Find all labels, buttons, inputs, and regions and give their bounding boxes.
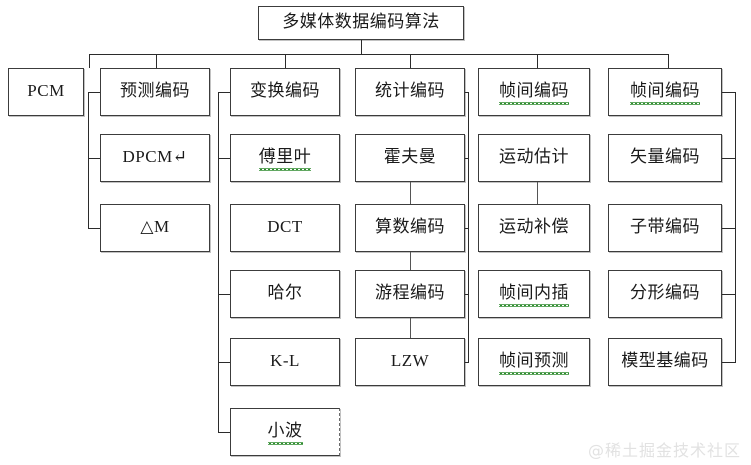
node-label: 运动补偿 xyxy=(499,217,569,237)
bracket-stub-delta-m xyxy=(88,228,100,229)
bus-drop-statistical xyxy=(410,54,411,68)
node-label: K-L xyxy=(270,351,300,371)
node-haar[interactable]: 哈尔 xyxy=(230,270,340,318)
node-run-length-coding[interactable]: 游程编码 xyxy=(355,270,465,318)
node-interframe-coding-a[interactable]: 帧间编码 xyxy=(478,68,590,116)
node-label: 统计编码 xyxy=(375,81,445,101)
node-fourier[interactable]: 傅里叶 xyxy=(230,134,340,182)
node-label: 帧间编码 xyxy=(499,81,569,105)
bracket-stub-vector-coding xyxy=(722,158,736,159)
center-link-huffman-arithmetic xyxy=(410,182,411,204)
bus-drop-interframe-a xyxy=(537,54,538,68)
bracket-stub-kl xyxy=(218,362,230,363)
center-link-arithmetic-runlength xyxy=(410,252,411,270)
bracket-stub-huffman xyxy=(465,158,469,159)
bracket-spine-statistical xyxy=(468,92,469,362)
node-delta-m[interactable]: △M xyxy=(100,204,210,252)
bracket-stub-wavelet xyxy=(218,432,230,433)
node-motion-compensation[interactable]: 运动补偿 xyxy=(478,204,590,252)
node-label: LZW xyxy=(390,351,430,371)
node-huffman[interactable]: 霍夫曼 xyxy=(355,134,465,182)
node-predictive-coding[interactable]: 预测编码 xyxy=(100,68,210,116)
node-label: 帧间预测 xyxy=(499,351,569,375)
node-pcm[interactable]: PCM xyxy=(8,68,84,116)
bracket-stub-fourier xyxy=(218,158,230,159)
node-lzw[interactable]: LZW xyxy=(355,338,465,386)
node-label: 子带编码 xyxy=(630,217,700,237)
node-label: 模型基编码 xyxy=(621,351,709,371)
bracket-stub-dpcm xyxy=(88,158,100,159)
top-bus-line xyxy=(89,54,668,55)
node-label: 傅里叶 xyxy=(258,147,312,171)
node-interframe-prediction[interactable]: 帧间预测 xyxy=(478,338,590,386)
node-label: DPCM↵ xyxy=(122,147,188,167)
bracket-stub-fractal-coding xyxy=(722,294,736,295)
node-label: DCT xyxy=(267,217,303,237)
node-wavelet[interactable]: 小波 xyxy=(230,408,340,456)
watermark-text: @稀土掘金技术社区 xyxy=(588,441,742,460)
bracket-spine-transform xyxy=(218,92,219,432)
node-label: △M xyxy=(140,217,170,237)
bracket-stub-haar xyxy=(218,294,230,295)
bracket-stub-subband-coding xyxy=(722,228,736,229)
node-interframe-coding-b[interactable]: 帧间编码 xyxy=(608,68,722,116)
bracket-stub-transform-header xyxy=(218,92,230,93)
node-label: 预测编码 xyxy=(120,81,190,101)
node-label: 帧间编码 xyxy=(630,81,700,105)
bus-drop-interframe-b xyxy=(668,54,669,68)
node-label: 运动估计 xyxy=(499,147,569,167)
node-fractal-coding[interactable]: 分形编码 xyxy=(608,270,722,318)
bracket-spine-interframe-b xyxy=(735,92,736,362)
node-label: 帧间内插 xyxy=(499,283,569,307)
bracket-spine-predictive xyxy=(88,92,89,228)
node-arithmetic-coding[interactable]: 算数编码 xyxy=(355,204,465,252)
node-vector-coding[interactable]: 矢量编码 xyxy=(608,134,722,182)
center-link-runlength-lzw xyxy=(410,318,411,338)
node-label: 游程编码 xyxy=(375,283,445,303)
node-motion-estimation[interactable]: 运动估计 xyxy=(478,134,590,182)
node-model-based-coding[interactable]: 模型基编码 xyxy=(608,338,722,386)
center-link-estimation-compensation xyxy=(537,182,538,204)
node-label: 哈尔 xyxy=(267,283,303,303)
bracket-stub-runlength xyxy=(465,294,469,295)
bus-drop-pcm xyxy=(89,54,90,68)
node-dct[interactable]: DCT xyxy=(230,204,340,252)
bracket-stub-interframe-b-header xyxy=(722,92,736,93)
bracket-stub-arithmetic xyxy=(465,228,469,229)
bus-drop-predictive xyxy=(156,54,157,68)
node-label: 霍夫曼 xyxy=(383,147,437,167)
node-transform-coding[interactable]: 变换编码 xyxy=(230,68,340,116)
node-label: 算数编码 xyxy=(375,217,445,237)
node-subband-coding[interactable]: 子带编码 xyxy=(608,204,722,252)
node-label: 多媒体数据编码算法 xyxy=(282,12,440,32)
node-label: 小波 xyxy=(267,421,303,445)
node-label: 变换编码 xyxy=(250,81,320,101)
bracket-stub-model-based-coding xyxy=(722,362,736,363)
node-statistical-coding[interactable]: 统计编码 xyxy=(355,68,465,116)
root-trunk-line xyxy=(361,40,362,54)
node-kl[interactable]: K-L xyxy=(230,338,340,386)
node-dpcm[interactable]: DPCM↵ xyxy=(100,134,210,182)
node-root-title: 多媒体数据编码算法 xyxy=(258,6,464,40)
node-label: 分形编码 xyxy=(630,283,700,303)
bracket-stub-lzw xyxy=(465,362,469,363)
bracket-stub-statistical-header xyxy=(465,92,469,93)
node-label: PCM xyxy=(27,81,65,101)
node-label: 矢量编码 xyxy=(630,147,700,167)
bus-drop-transform xyxy=(285,54,286,68)
bracket-stub-predictive-header xyxy=(88,92,100,93)
node-interframe-interpolation[interactable]: 帧间内插 xyxy=(478,270,590,318)
